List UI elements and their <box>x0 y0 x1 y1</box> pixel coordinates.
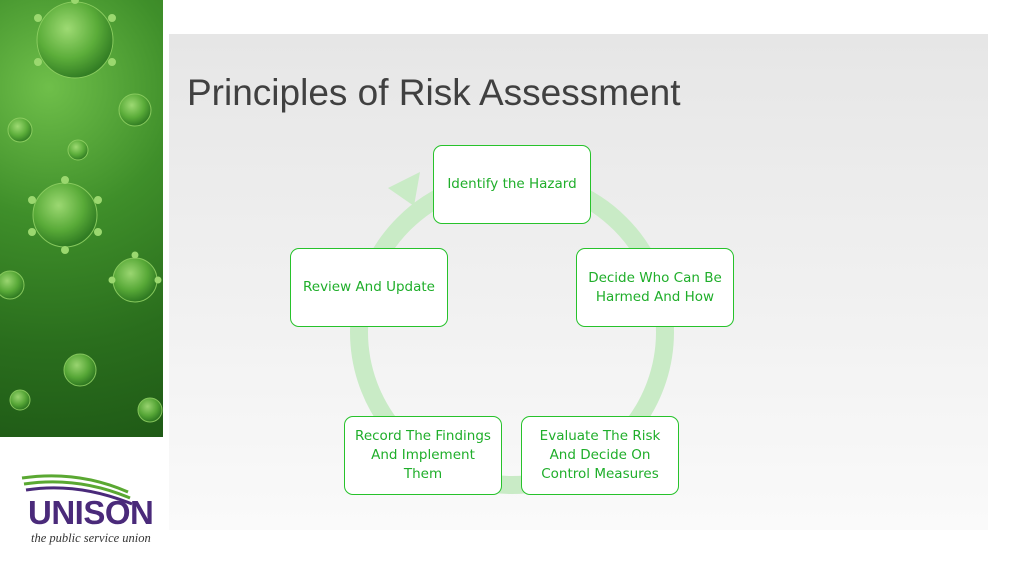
cycle-node-review: Review And Update <box>290 248 448 327</box>
cycle-arrow-icon <box>388 172 420 206</box>
logo-wordmark: UNISON <box>28 494 154 531</box>
unison-logo: UNISON the public service union <box>18 470 168 550</box>
cycle-node-decide: Decide Who Can Be Harmed And How <box>576 248 734 327</box>
cycle-node-record: Record The Findings And Implement Them <box>344 416 502 495</box>
page-title: Principles of Risk Assessment <box>187 72 681 113</box>
logo-tagline: the public service union <box>31 531 151 545</box>
cycle-node-evaluate: Evaluate The Risk And Decide On Control … <box>521 416 679 495</box>
cycle-node-label: Review And Update <box>302 279 435 295</box>
cycle-node-label: Identify the Hazard <box>447 176 577 192</box>
cycle-node-label: Evaluate The Risk And Decide On Control … <box>539 428 661 482</box>
cycle-node-identify: Identify the Hazard <box>433 145 591 224</box>
virus-illustration-icon <box>0 0 163 423</box>
cycle-node-label: Decide Who Can Be Harmed And How <box>588 269 722 305</box>
virus-side-image <box>0 0 163 437</box>
cycle-node-label: Record The Findings And Implement Them <box>355 428 491 482</box>
logo-swoosh-icon <box>21 474 133 506</box>
